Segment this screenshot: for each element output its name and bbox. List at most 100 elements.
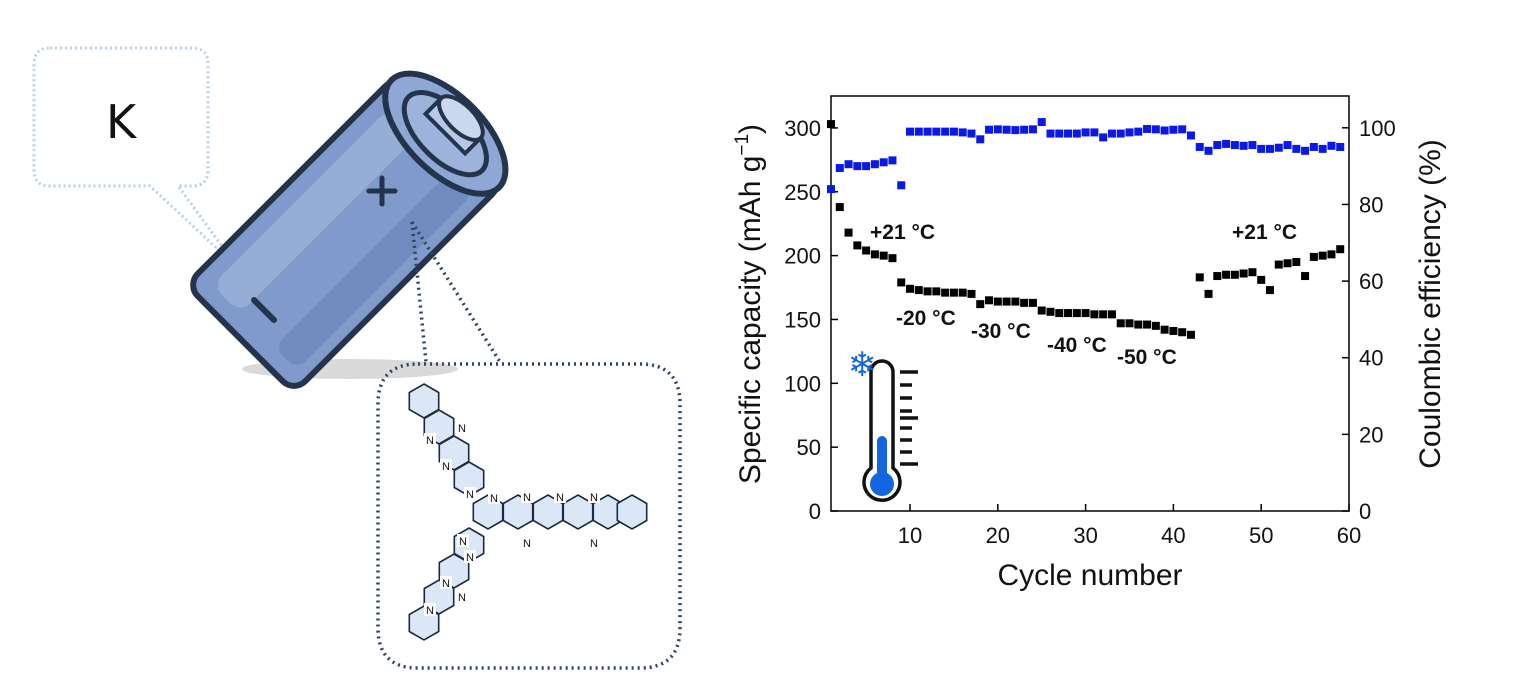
battery-highlight <box>217 114 412 308</box>
capacity-point <box>1248 268 1257 277</box>
atom-bg <box>464 550 476 563</box>
capacity-point <box>1292 258 1301 266</box>
efficiency-point <box>1125 128 1134 137</box>
efficiency-point <box>870 160 879 169</box>
atom-bg <box>464 487 476 500</box>
efficiency-point <box>1222 139 1231 148</box>
battery-shade <box>279 175 469 365</box>
atom-bg <box>424 603 436 616</box>
plot-frame <box>830 95 1350 512</box>
x-tick-label: 20 <box>986 523 1010 548</box>
y-right-tick-label: 20 <box>1359 422 1383 447</box>
capacity-point <box>1178 328 1187 337</box>
efficiency-point <box>1327 141 1336 150</box>
nitrogen-atom: N <box>442 578 450 590</box>
efficiency-point <box>1195 142 1204 151</box>
callout-label: K <box>106 95 138 149</box>
capacity-point <box>1002 297 1011 306</box>
efficiency-point <box>879 158 888 167</box>
efficiency-point <box>1116 129 1125 138</box>
nitrogen-atom: N <box>523 492 531 504</box>
y-right-tick-label: 60 <box>1359 269 1383 294</box>
zoom-box <box>376 362 682 670</box>
efficiency-point <box>1336 142 1345 151</box>
efficiency-point <box>914 127 923 136</box>
y-left-tick-label: 100 <box>784 371 821 396</box>
capacity-point <box>1107 310 1116 319</box>
capacity-point <box>1257 275 1266 284</box>
molecule-ring <box>616 494 648 530</box>
capacity-point <box>1125 319 1134 328</box>
capacity-point <box>1274 260 1283 269</box>
y-right-tick-label: 80 <box>1359 192 1383 217</box>
capacity-point <box>1046 307 1055 316</box>
efficiency-point <box>1055 129 1064 138</box>
nitrogen-atom: N <box>590 492 598 504</box>
efficiency-point <box>1274 143 1283 152</box>
capacity-point <box>879 251 888 260</box>
battery-icon <box>190 70 509 389</box>
y-left-tick-label: 0 <box>809 499 821 524</box>
efficiency-point <box>906 127 915 136</box>
efficiency-point <box>932 127 941 136</box>
efficiency-point <box>985 125 994 134</box>
battery-terminal-tip <box>437 94 485 142</box>
capacity-point <box>862 246 871 255</box>
nitrogen-atom: N <box>466 489 474 501</box>
atom-bg <box>440 459 452 472</box>
capacity-point <box>967 289 976 298</box>
capacity-point <box>1037 306 1046 315</box>
atom-bg <box>521 536 533 549</box>
capacity-point <box>1134 320 1143 329</box>
efficiency-point <box>897 181 906 190</box>
x-axis-title: Cycle number <box>997 559 1182 592</box>
atom-bg <box>456 421 468 434</box>
nitrogen-atom: N <box>459 536 467 548</box>
efficiency-point <box>1099 133 1108 142</box>
nitrogen-atom: N <box>590 538 598 550</box>
efficiency-point <box>1011 126 1020 135</box>
capacity-point <box>1309 252 1318 261</box>
efficiency-point <box>1213 141 1222 150</box>
capacity-point <box>976 300 985 309</box>
efficiency-point <box>1143 124 1152 133</box>
efficiency-point <box>1081 128 1090 137</box>
capacity-point <box>827 120 835 129</box>
efficiency-point <box>1107 129 1116 138</box>
y-left-tick-label: 200 <box>784 244 821 269</box>
callout-bubble <box>32 46 240 270</box>
x-tick-label: 60 <box>1337 523 1361 548</box>
efficiency-point <box>1239 141 1248 150</box>
capacity-point <box>1213 272 1222 281</box>
capacity-point <box>1072 309 1081 318</box>
capacity-point <box>1336 245 1345 254</box>
efficiency-point <box>1178 125 1187 134</box>
capacity-point <box>1081 309 1090 318</box>
efficiency-point <box>1301 146 1310 155</box>
efficiency-point <box>853 162 862 171</box>
efficiency-point <box>1257 144 1266 153</box>
efficiency-point <box>1160 126 1169 135</box>
annotation-plus21-second: +21 °C <box>1232 221 1297 244</box>
efficiency-point <box>844 160 853 169</box>
efficiency-point <box>1028 125 1037 134</box>
capacity-point <box>949 288 958 297</box>
y-left-tick-label: 300 <box>784 116 821 141</box>
annotation-minus20: -20 °C <box>896 307 956 330</box>
y-left-tick-label: 250 <box>784 180 821 205</box>
capacity-point <box>993 297 1002 306</box>
efficiency-point <box>1134 127 1143 136</box>
snowflake-icon: ❄ <box>848 345 877 385</box>
atom-bg <box>456 590 468 603</box>
annotation-minus30: -30 °C <box>971 320 1031 343</box>
nitrogen-atom: N <box>490 493 498 505</box>
efficiency-point <box>1204 146 1213 155</box>
minus-icon <box>251 297 277 323</box>
series-capacity <box>827 120 1345 339</box>
atom-bg <box>424 433 436 446</box>
